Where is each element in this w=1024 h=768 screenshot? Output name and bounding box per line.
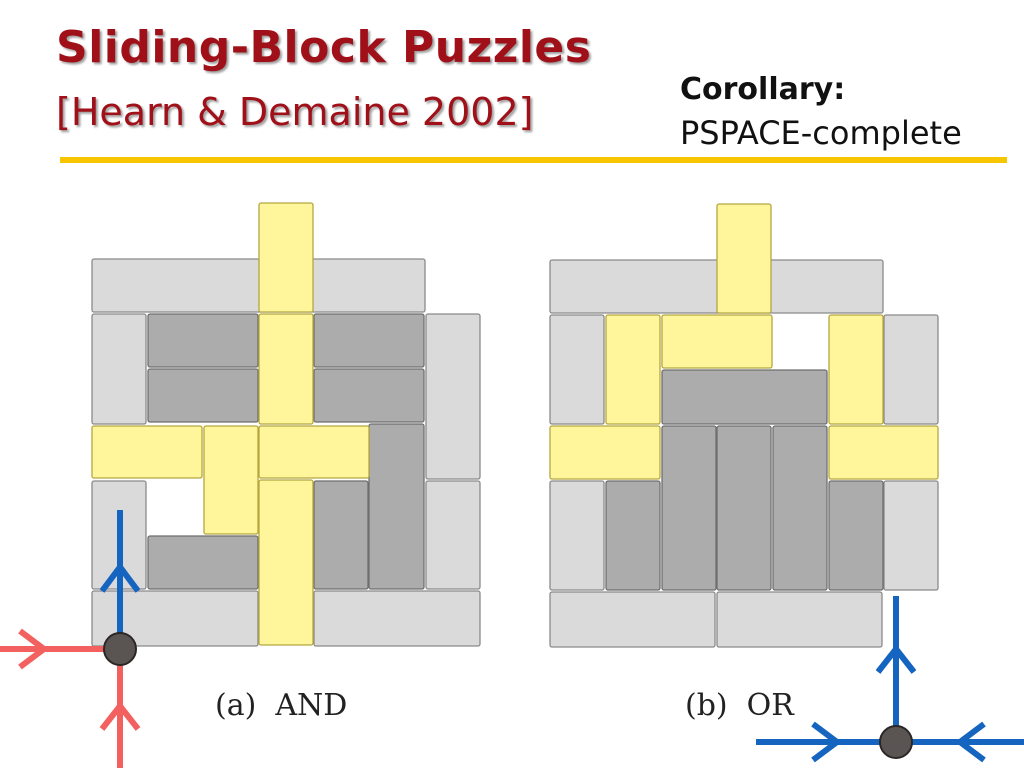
and-interior-block (147, 313, 259, 368)
or-interior-block (716, 425, 772, 591)
and-interior-block (147, 368, 259, 423)
or-frame-right-upper-block (883, 314, 939, 425)
and-yellow-block (258, 479, 314, 646)
or-interior-block (772, 425, 828, 591)
and-interior-block (147, 535, 259, 590)
corollary-label: Corollary: (680, 72, 846, 107)
or-gadget (549, 203, 939, 648)
and-caption: (a) AND (215, 688, 347, 723)
and-frame-right-lower-block (425, 480, 481, 590)
or-frame-left-upper-block (549, 314, 605, 425)
and-interior-block (313, 480, 369, 590)
arrow-left-icon (955, 721, 986, 763)
or-frame-bottom-right-block (716, 591, 883, 648)
or-caption: (b) OR (685, 688, 795, 723)
and-interior-block (313, 313, 425, 368)
and-gadget (91, 202, 481, 647)
and-yellow-block (258, 313, 314, 425)
or-yellow-block (661, 314, 773, 369)
and-frame-bottom-left-block (91, 590, 259, 647)
and-interior-block (368, 423, 425, 590)
or-frame-left-lower-block (549, 480, 605, 591)
and-yellow-block (258, 425, 370, 479)
or-vertex-graph (756, 596, 1024, 763)
corollary-text: PSPACE-complete (680, 114, 962, 152)
arrow-right-icon (811, 721, 842, 763)
arrow-right-icon (18, 628, 49, 670)
slide-title: Sliding-Block Puzzles (56, 22, 592, 73)
and-interior-block (313, 368, 425, 423)
or-vertex-node (879, 725, 913, 759)
arrow-up-icon (99, 701, 141, 731)
and-frame-right-upper-block (425, 313, 481, 480)
and-vertex-node (103, 632, 137, 666)
and-yellow-block (91, 425, 203, 479)
or-interior-block (828, 480, 884, 591)
or-frame-bottom-left-block (549, 591, 716, 648)
slide-subtitle: [Hearn & Demaine 2002] (56, 90, 534, 134)
or-frame-right-lower-block (883, 480, 939, 591)
or-yellow-block (549, 425, 661, 480)
and-frame-left-upper-block (91, 313, 147, 425)
and-frame-bottom-right-block (313, 590, 481, 647)
or-yellow-block (828, 314, 884, 425)
and-yellow-block (258, 202, 314, 313)
or-interior-block (605, 480, 661, 591)
or-yellow-block (716, 203, 772, 314)
and-yellow-block (203, 425, 259, 535)
arrow-up-icon (99, 562, 141, 593)
or-interior-block (661, 369, 828, 425)
title-underline (60, 157, 1007, 163)
arrow-up-icon (875, 644, 917, 674)
or-yellow-block (828, 425, 939, 480)
or-yellow-block (605, 314, 661, 425)
or-interior-block (661, 425, 717, 591)
and-vertex-graph (0, 510, 141, 768)
